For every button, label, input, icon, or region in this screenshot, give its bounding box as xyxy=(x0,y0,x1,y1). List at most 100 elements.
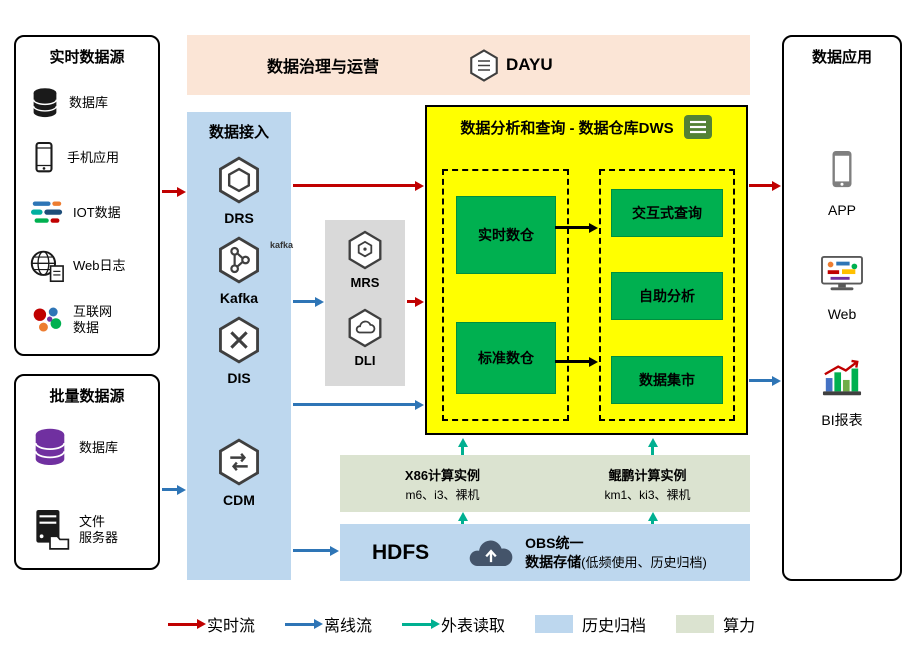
hdfs-obs-panel: HDFS OBS统一 数据存储(低频使用、历史归档) xyxy=(340,524,750,581)
legend: 实时流 离线流 外表读取 历史归档 算力 xyxy=(168,612,755,636)
kafka-logo-text: kafka xyxy=(269,240,293,250)
dws-panel: 数据分析和查询 - 数据仓库DWS 实时数仓 标准数仓 交互式查询 自助分析 xyxy=(425,105,748,435)
kunpeng-compute: 鲲鹏计算实例 km1、ki3、裸机 xyxy=(545,455,750,512)
legend-label: 离线流 xyxy=(324,618,373,635)
legend-archive-swatch xyxy=(535,615,574,633)
service-label: CDM xyxy=(223,492,255,508)
x86-compute: X86计算实例 m6、i3、裸机 xyxy=(340,455,545,512)
governance-title: 数据治理与运营 xyxy=(267,59,380,76)
source-item-internet-data: 互联网 数据 xyxy=(16,300,158,340)
service-label: Kafka xyxy=(219,290,259,306)
data-mart-box: 数据集市 xyxy=(611,356,723,404)
legend-item-compute: 算力 xyxy=(676,612,755,636)
service-dis: DIS xyxy=(187,316,291,386)
service-label: DRS xyxy=(224,210,254,226)
legend-item-external-read: 外表读取 xyxy=(402,612,505,636)
dws-service-group: 交互式查询 自助分析 数据集市 xyxy=(599,169,735,421)
legend-label: 算力 xyxy=(723,618,756,635)
app-label: APP xyxy=(827,202,856,218)
source-label: 手机应用 xyxy=(67,149,120,165)
obs-cloud-icon xyxy=(469,540,513,566)
legend-item-offline: 离线流 xyxy=(285,612,372,636)
legend-external-arrow-icon xyxy=(402,622,433,626)
kunpeng-title: 鲲鹏计算实例 xyxy=(608,467,687,483)
iot-icon xyxy=(31,201,63,223)
arrow-standard-dw-to-mart xyxy=(555,360,590,363)
arrow-dws-to-app xyxy=(749,184,773,187)
service-label: MRS xyxy=(350,275,380,290)
arrow-ingestion-to-dws-offline xyxy=(293,403,416,406)
legend-offline-arrow-icon xyxy=(285,622,316,626)
arrow-mrs-to-dws xyxy=(407,300,416,303)
arrow-realtime-to-ingestion xyxy=(162,190,178,193)
source-item-database-batch: 数据库 xyxy=(16,425,158,471)
compute-instances-panel: X86计算实例 m6、i3、裸机 鲲鹏计算实例 km1、ki3、裸机 xyxy=(340,455,750,512)
source-label: 数据库 xyxy=(79,439,119,455)
database-purple-icon xyxy=(34,428,66,466)
arrow-cdm-to-hdfs xyxy=(293,549,331,552)
self-analysis-label: 自助分析 xyxy=(639,288,695,304)
source-item-database: 数据库 xyxy=(16,83,158,123)
app-label: BI报表 xyxy=(821,412,863,428)
legend-item-archive: 历史归档 xyxy=(535,612,646,636)
database-icon xyxy=(32,87,58,117)
x86-subtitle: m6、i3、裸机 xyxy=(405,487,480,502)
dayu-icon xyxy=(470,48,498,82)
realtime-warehouse-box: 实时数仓 xyxy=(456,196,556,274)
dli-icon xyxy=(348,308,382,348)
applications-panel: 数据应用 APP Web xyxy=(782,35,902,581)
legend-item-realtime: 实时流 xyxy=(168,612,255,636)
web-monitor-icon xyxy=(821,255,863,291)
dws-titlebar: 数据分析和查询 - 数据仓库DWS xyxy=(427,114,746,140)
dws-document-icon xyxy=(683,115,712,139)
arrow-compute-to-dws-right xyxy=(651,446,654,455)
source-item-file-server: 文件 服务器 xyxy=(16,507,158,553)
obs-text: OBS统一 数据存储(低频使用、历史归档) xyxy=(525,534,707,572)
data-mart-label: 数据集市 xyxy=(639,372,695,388)
obs-line1: OBS统一 xyxy=(525,534,584,551)
file-server-icon xyxy=(36,510,70,550)
source-label: 数据库 xyxy=(69,94,109,110)
app-phone-icon xyxy=(832,151,852,188)
batch-sources-title: 批量数据源 xyxy=(49,388,125,405)
dayu-label: DAYU xyxy=(506,55,553,74)
ingestion-title: 数据接入 xyxy=(208,124,269,141)
realtime-sources-panel: 实时数据源 数据库 手机应用 xyxy=(14,35,160,356)
batch-sources-panel: 批量数据源 数据库 文件 服务器 xyxy=(14,374,160,570)
arrow-ingestion-to-dws xyxy=(293,184,416,187)
kafka-icon xyxy=(219,236,259,284)
legend-label: 历史归档 xyxy=(582,618,647,635)
source-item-iot: IOT数据 xyxy=(16,193,158,233)
interactive-query-label: 交互式查询 xyxy=(632,205,702,221)
legend-compute-swatch xyxy=(676,615,715,633)
self-analysis-box: 自助分析 xyxy=(611,272,723,320)
legend-label: 实时流 xyxy=(207,618,256,635)
dws-warehouse-group: 实时数仓 标准数仓 xyxy=(442,169,569,421)
arrow-realtime-dw-to-query xyxy=(555,226,590,229)
service-label: DLI xyxy=(354,353,376,368)
app-item-app: APP xyxy=(784,149,900,218)
mrs-icon xyxy=(348,230,382,270)
bi-report-icon xyxy=(822,359,862,396)
source-label: IOT数据 xyxy=(73,204,121,220)
app-label: Web xyxy=(827,306,857,322)
legend-label: 外表读取 xyxy=(441,618,506,635)
arrow-dws-to-bi xyxy=(749,379,773,382)
source-item-weblog: Web日志 xyxy=(16,246,158,286)
drs-icon xyxy=(219,156,259,204)
obs-line2: 数据存储 xyxy=(525,553,582,570)
standard-warehouse-label: 标准数仓 xyxy=(478,350,534,366)
service-kafka: kafka Kafka xyxy=(187,236,293,306)
processing-panel: MRS DLI xyxy=(325,220,405,386)
service-dli: DLI xyxy=(325,308,405,368)
arrow-hdfs-to-compute-left xyxy=(461,520,464,524)
realtime-sources-title: 实时数据源 xyxy=(49,49,125,66)
standard-warehouse-box: 标准数仓 xyxy=(456,322,556,394)
ingestion-panel: 数据接入 DRS kafka Kafka xyxy=(187,112,293,580)
governance-bar: 数据治理与运营 DAYU xyxy=(187,35,750,95)
service-label: DIS xyxy=(227,370,251,386)
arrow-hdfs-to-compute-right xyxy=(651,520,654,524)
interactive-query-box: 交互式查询 xyxy=(611,189,723,237)
obs-note: (低频使用、历史归档) xyxy=(581,554,707,570)
